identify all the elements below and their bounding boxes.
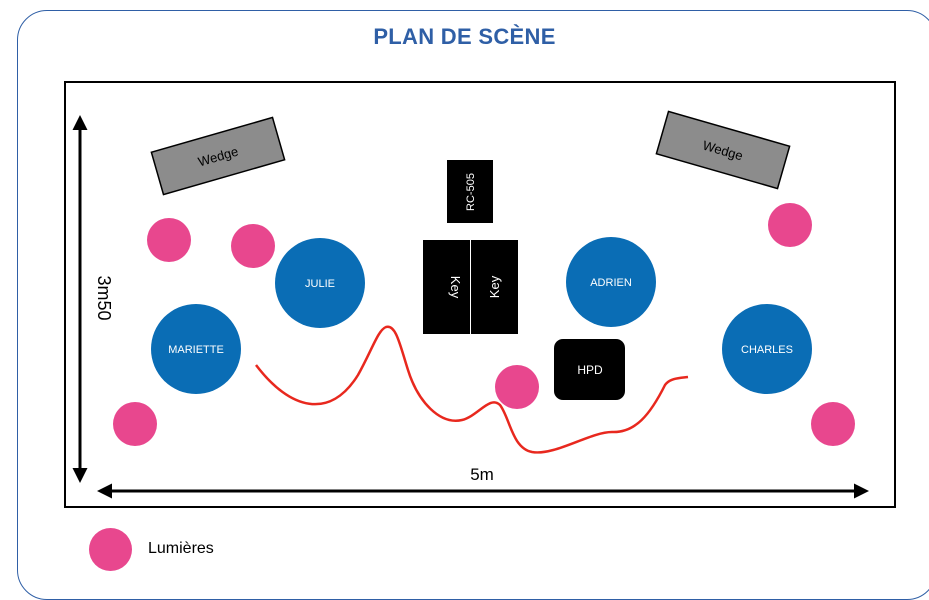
legend-lights-label: Lumières [148,540,214,557]
hpd-box [554,339,625,400]
light-4 [495,365,539,409]
key-left-label: Key [448,276,463,299]
light-6 [811,402,855,446]
wedge-right: Wedge [655,110,791,190]
musician-julie-label: JULIE [305,278,335,290]
depth-label: 3m50 [94,275,114,320]
key-right-label: Key [487,275,502,298]
musician-charles: CHARLES [722,304,812,394]
light-2 [231,224,275,268]
key-left-box [423,240,470,334]
musician-mariette: MARIETTE [151,304,241,394]
cable-line [255,325,689,454]
legend-light-swatch [89,528,132,571]
rc505-label: RC-505 [465,173,477,211]
musician-adrien: ADRIEN [566,237,656,327]
width-label: 5m [470,465,494,484]
light-5 [768,203,812,247]
key-right-box [471,240,518,334]
stage-plan: 3m50 5m Wedge Wedge RC-505 Key Key HPD J… [64,81,896,508]
wedge-left: Wedge [150,116,286,196]
light-3 [113,402,157,446]
rc505-box [447,160,493,223]
light-1 [147,218,191,262]
page-title: PLAN DE SCÈNE [373,24,556,49]
musician-julie: JULIE [275,238,365,328]
stage-outline [64,81,896,508]
musician-mariette-label: MARIETTE [168,344,224,356]
musician-charles-label: CHARLES [741,344,793,356]
hpd-label: HPD [577,363,603,377]
musician-adrien-label: ADRIEN [590,277,632,289]
